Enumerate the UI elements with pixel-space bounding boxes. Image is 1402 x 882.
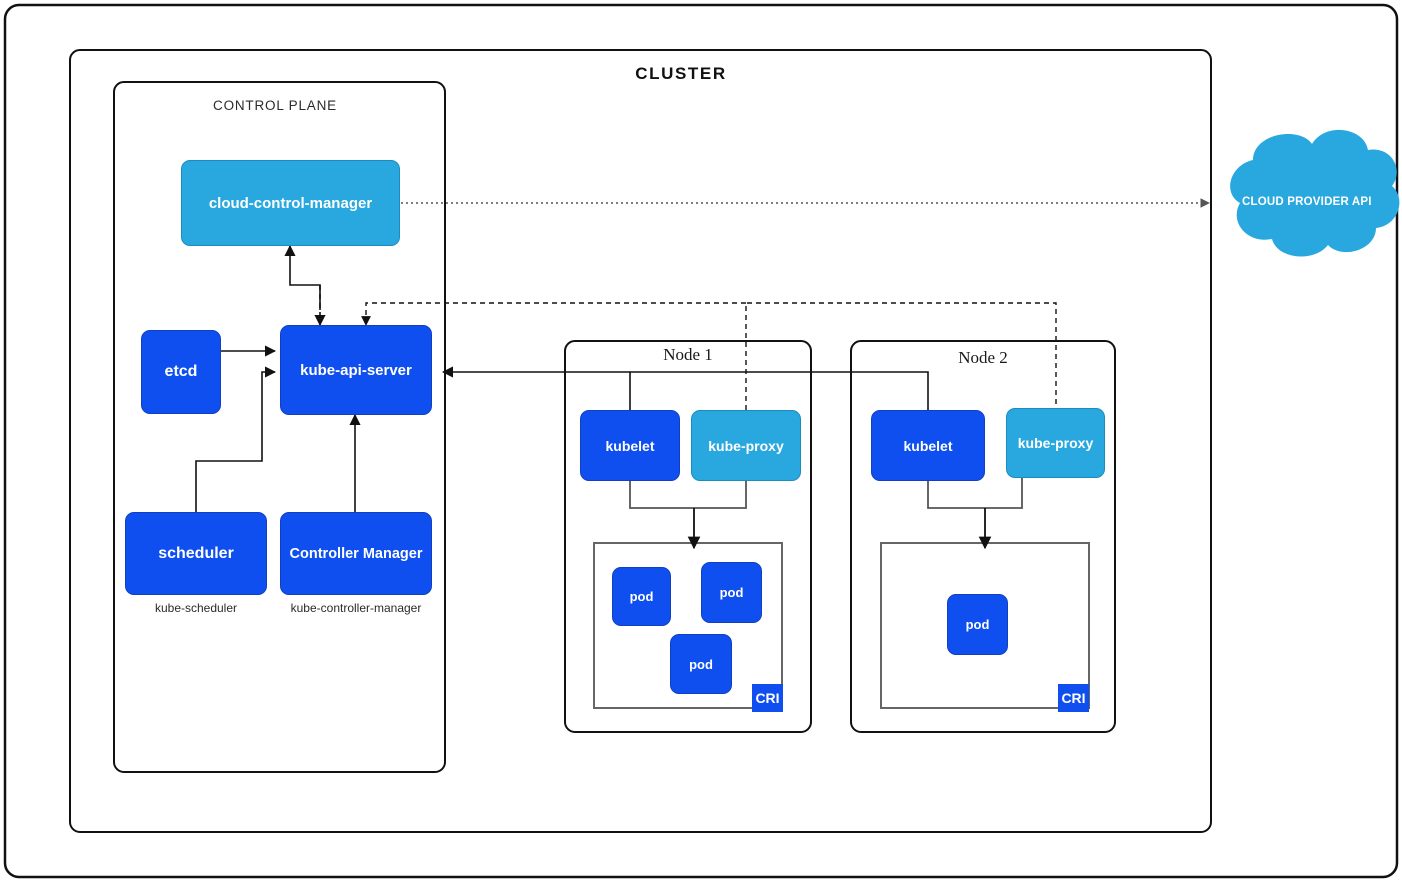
node-2-kubelet-box[interactable]: kubelet	[871, 410, 985, 481]
node-2-kube-proxy-box[interactable]: kube-proxy	[1006, 408, 1105, 478]
node-1-pod-2[interactable]: pod	[701, 562, 762, 623]
kube-api-server-box[interactable]: kube-api-server	[280, 325, 432, 415]
node-2-frame	[850, 340, 1116, 733]
controller-manager-caption: kube-controller-manager	[290, 601, 422, 615]
node-1-cri-badge: CRI	[752, 684, 783, 712]
node-1-kube-proxy-box[interactable]: kube-proxy	[691, 410, 801, 481]
cloud-control-manager-box[interactable]: cloud-control-manager	[181, 160, 400, 246]
connector-apiserver-to-ccm	[284, 244, 321, 310]
scheduler-box[interactable]: scheduler	[125, 512, 267, 595]
node-2-pod-1[interactable]: pod	[947, 594, 1008, 655]
node-2-title: Node 2	[958, 348, 1008, 367]
cloud-provider-api-label: CLOUD PROVIDER API	[1242, 196, 1372, 208]
connector-node2-to-runtime	[927, 478, 1023, 509]
cloud-provider-api-shape	[1230, 129, 1400, 257]
cluster-title: CLUSTER	[635, 64, 727, 83]
etcd-box[interactable]: etcd	[141, 330, 221, 414]
connector-kubelet-bus	[629, 371, 929, 410]
scheduler-caption: kube-scheduler	[154, 601, 238, 615]
controller-manager-box[interactable]: Controller Manager	[280, 512, 432, 595]
node-1-title: Node 1	[663, 345, 713, 364]
connector-node1-to-runtime	[629, 481, 747, 509]
connector-kubeproxy-to-apiserver	[361, 302, 746, 326]
control-plane-title: CONTROL PLANE	[213, 98, 337, 113]
node-1-pod-3[interactable]: pod	[670, 634, 732, 694]
node-2-cri-badge: CRI	[1058, 684, 1089, 712]
node-1-pod-1[interactable]: pod	[612, 567, 671, 626]
node-1-kubelet-box[interactable]: kubelet	[580, 410, 680, 481]
